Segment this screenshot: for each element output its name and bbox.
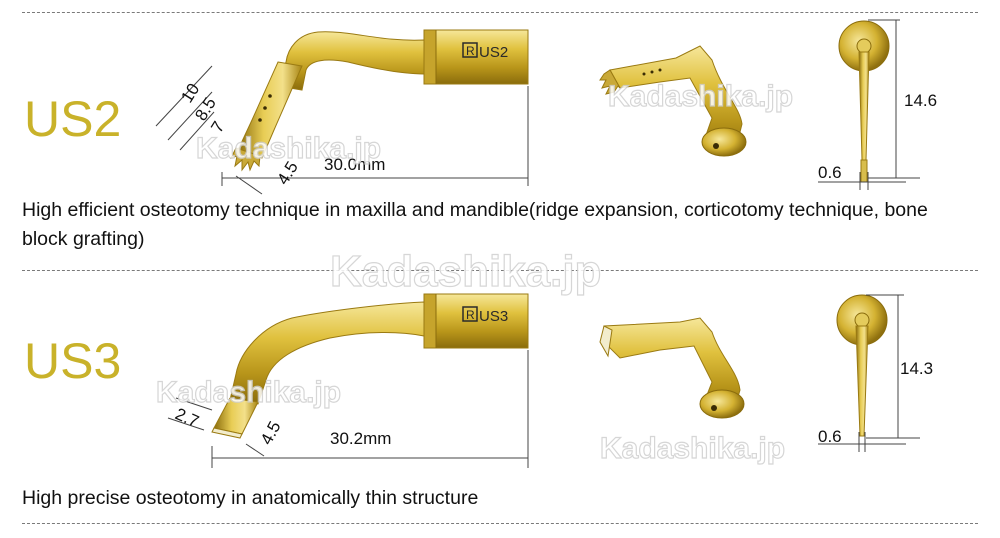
us2-dim-height: 14.6 — [904, 91, 937, 110]
us3-dimension-lines — [167, 350, 529, 468]
us3-tip-front-view — [836, 294, 888, 437]
top-divider — [22, 12, 978, 13]
us2-tip-engraving: US2 — [479, 44, 508, 61]
watermark: Kadashika.jp — [196, 132, 381, 165]
us3-dim-height: 14.3 — [900, 359, 933, 378]
us2-dim-length: 30.0mm — [324, 155, 385, 174]
description-us3: High precise osteotomy in anatomically t… — [22, 487, 479, 509]
us2-dimension-lines — [155, 65, 529, 195]
us2-brand-mark: R US2 — [462, 42, 508, 61]
watermark: Kadashika.jp — [600, 432, 785, 465]
us3-dim-thickness: 0.6 — [818, 427, 842, 446]
model-label-us2: US2 — [24, 91, 122, 147]
us2-dim-thickness: 0.6 — [818, 163, 842, 182]
us3-front-dimension-lines — [818, 294, 920, 452]
us3-tip-perspective-view — [599, 317, 745, 419]
watermark: Kadashika.jp — [156, 376, 341, 409]
middle-divider — [22, 270, 978, 271]
watermark: Kadashika.jp — [608, 80, 793, 113]
svg-text:R: R — [466, 44, 475, 58]
us2-tip-front-view — [838, 20, 890, 183]
svg-text:R: R — [466, 308, 475, 322]
us3-dim-width: 4.5 — [257, 418, 285, 448]
model-label-us3: US3 — [24, 333, 122, 389]
us2-front-dimension-lines — [818, 19, 920, 190]
us3-brand-mark: R US3 — [462, 306, 508, 325]
us3-dim-length: 30.2mm — [330, 429, 391, 448]
us3-tip-engraving: US3 — [479, 308, 508, 325]
bottom-divider — [22, 523, 978, 524]
us2-tip-perspective-view — [599, 45, 747, 157]
description-us2: High efficient osteotomy technique in ma… — [22, 199, 928, 250]
watermark: Kadashika.jp — [330, 247, 601, 296]
